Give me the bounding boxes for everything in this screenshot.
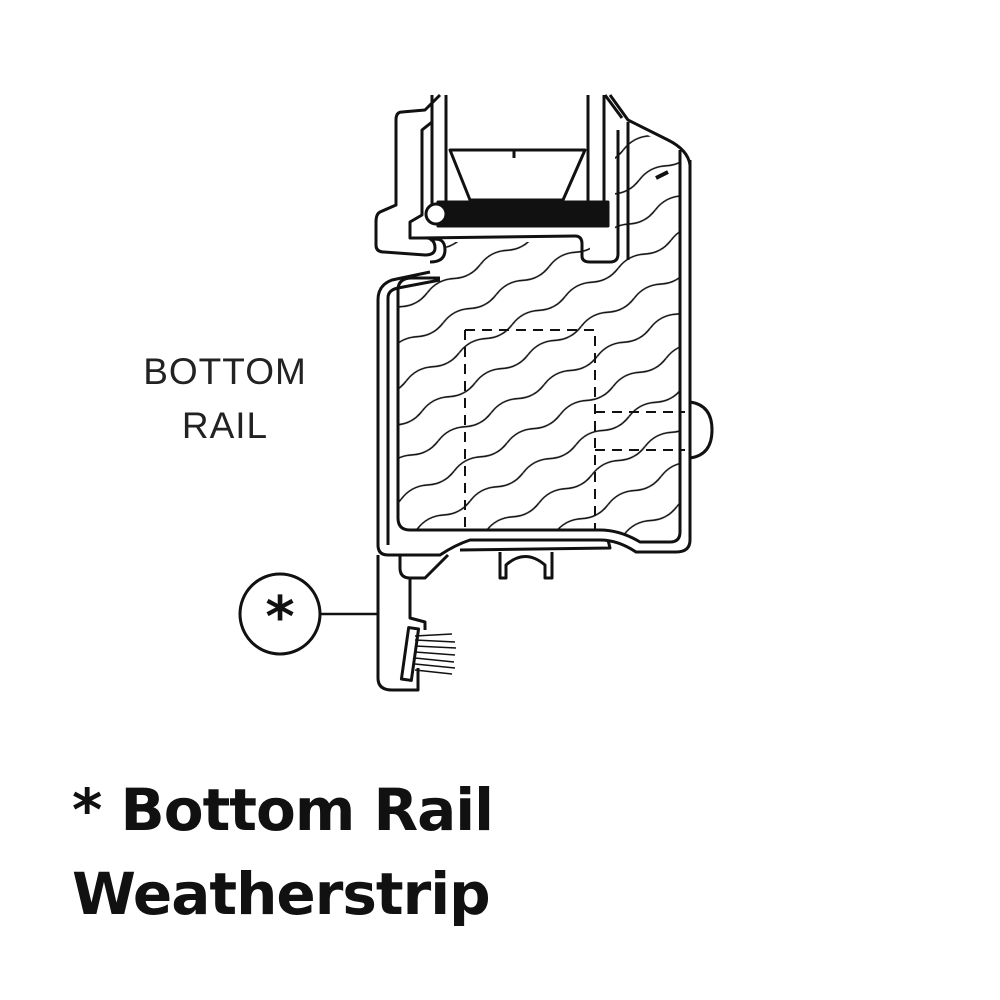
weatherstrip-brush [414, 633, 457, 675]
knob [689, 400, 714, 460]
glazing-tape [436, 200, 610, 228]
caption-line1: * Bottom Rail [72, 776, 494, 844]
glazing-bead-round [424, 202, 448, 226]
channel [498, 552, 554, 580]
part-label-line2: RAIL [181, 405, 269, 446]
wood-outline [396, 150, 682, 544]
setting-block [448, 148, 587, 202]
left-clip-profile [374, 93, 442, 257]
frame-lower-outline [376, 160, 692, 557]
caption-line2: Weatherstrip [72, 860, 491, 928]
part-label-line1: BOTTOM [143, 351, 307, 392]
weatherstrip-profile [376, 553, 450, 692]
right-glazing-bead [603, 94, 692, 260]
glass-pane-left [430, 95, 448, 208]
callout-asterisk: * [265, 585, 295, 650]
weatherstrip-backing [399, 626, 421, 682]
sash-channel [419, 130, 620, 264]
caption: * Bottom Rail Weatherstrip [72, 768, 494, 936]
bottom-flange [459, 539, 612, 552]
glass-pane-right [586, 95, 606, 208]
bead-tick [655, 170, 669, 180]
